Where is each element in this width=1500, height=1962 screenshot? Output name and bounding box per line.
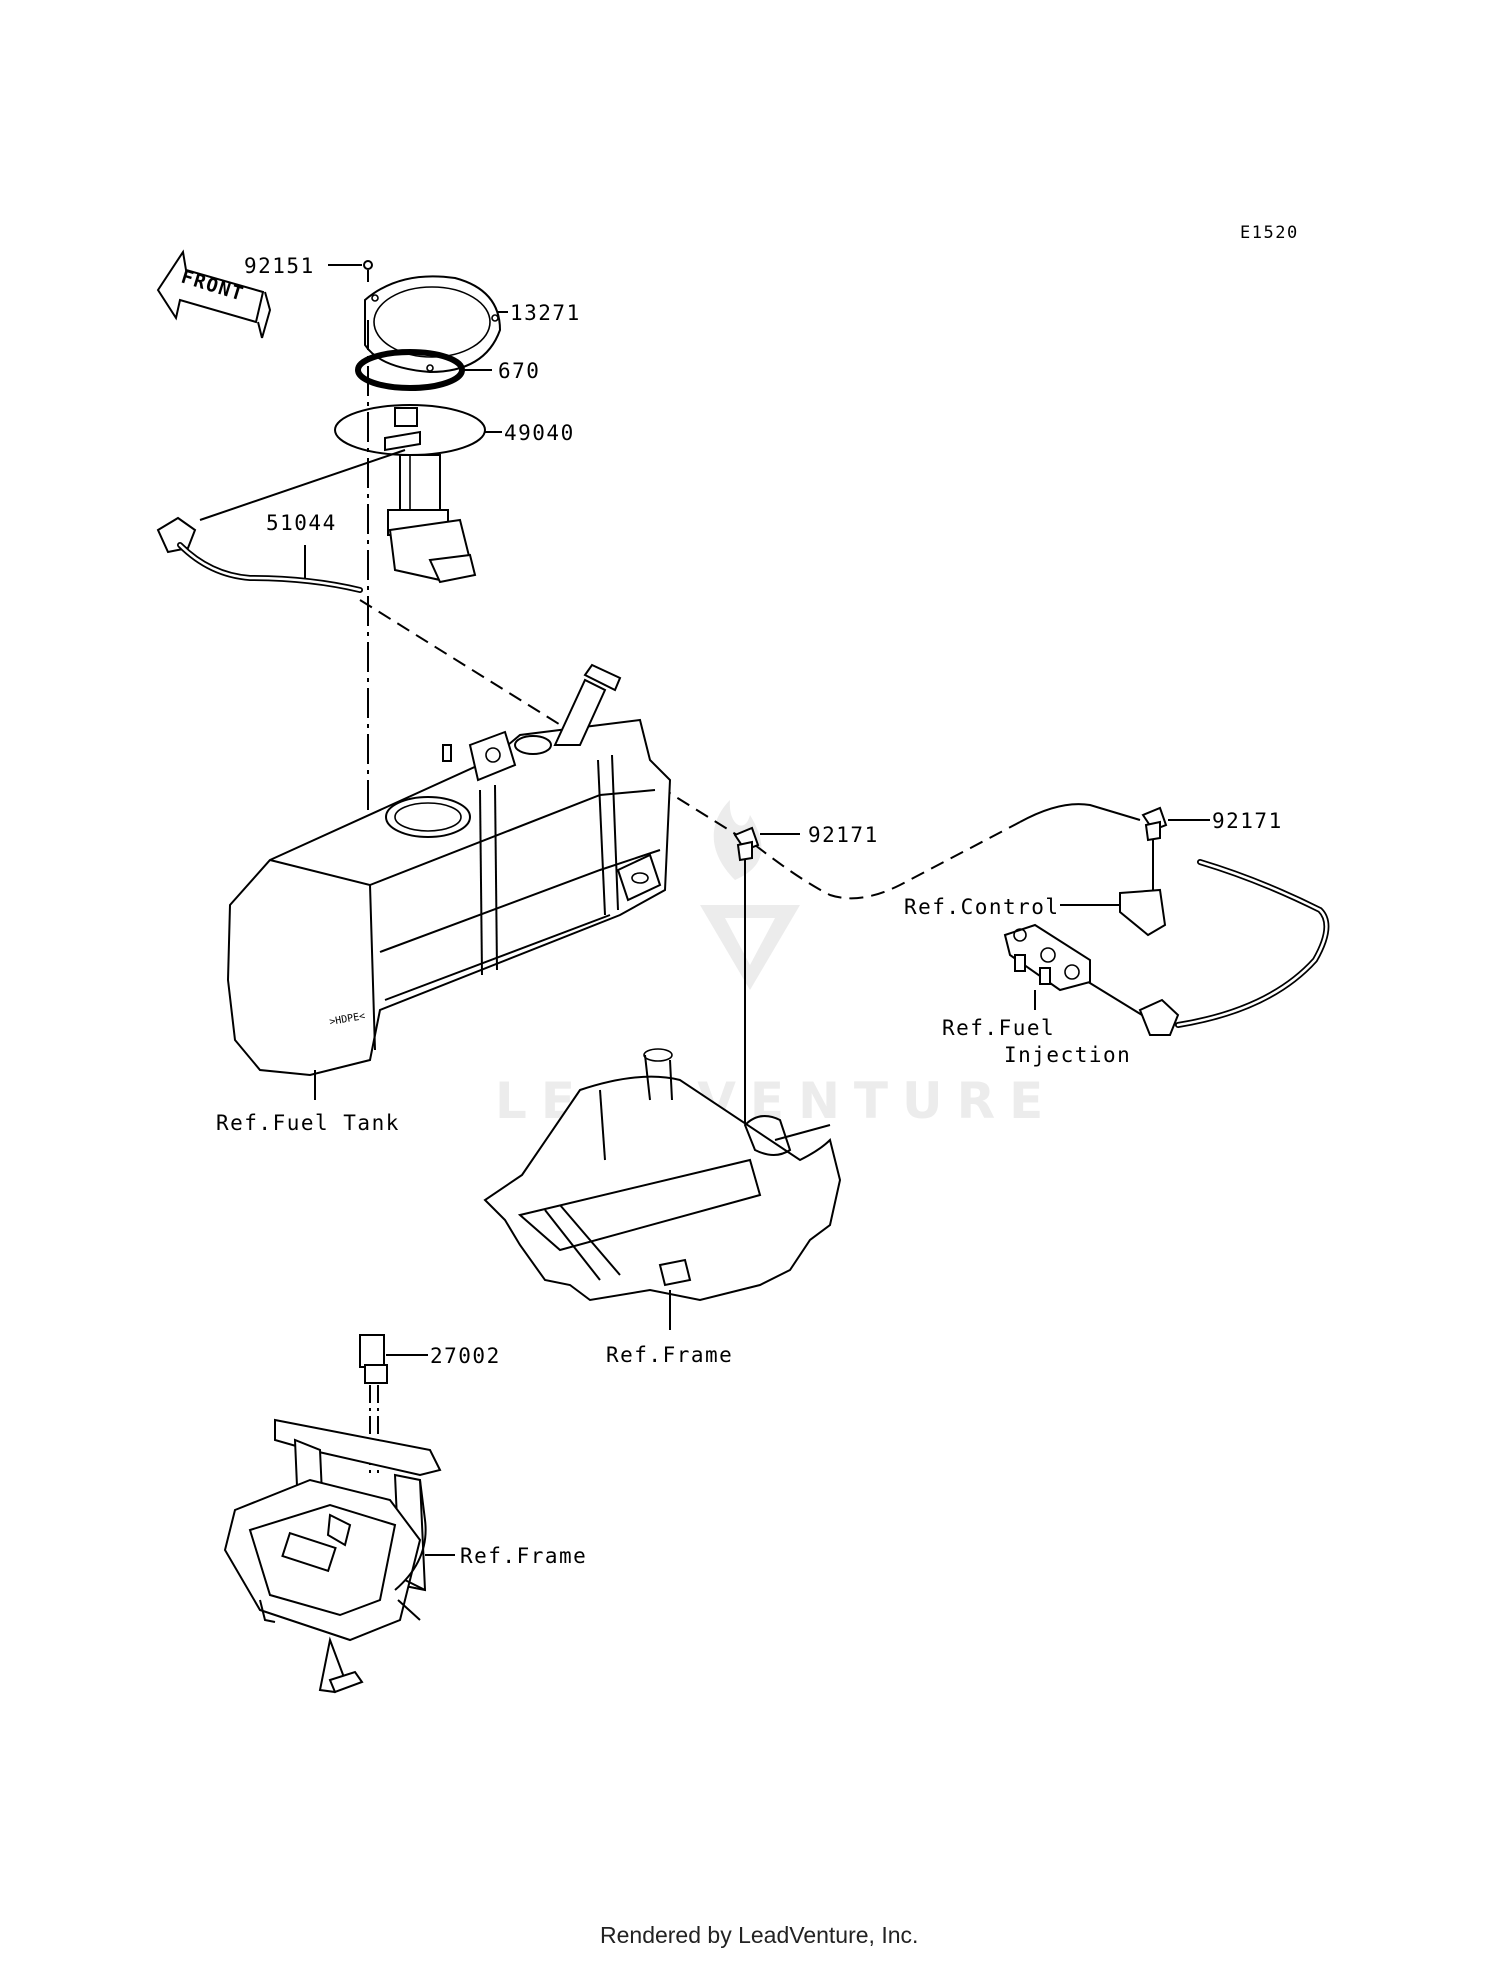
fuel-pump-49040: 49040 (334, 404, 575, 584)
label-13271: 13271 (510, 301, 581, 325)
middle-frame: Ref.Frame (483, 1048, 842, 1367)
label-ref-fuel-injection-1: Ref.Fuel (942, 1016, 1055, 1040)
label-ref-fuel-injection-2: Injection (1004, 1043, 1131, 1067)
fuel-tank: >HDPE< Ref.Fuel Tank (216, 663, 672, 1135)
label-92151: 92151 (244, 254, 315, 278)
label-670: 670 (498, 359, 540, 383)
relay-27002: 27002 (359, 1334, 501, 1475)
diagram-code: E1520 (1240, 223, 1299, 243)
oring-670: 670 (355, 349, 540, 391)
label-ref-frame-middle: Ref.Frame (606, 1343, 733, 1367)
label-ref-frame-lower: Ref.Frame (460, 1544, 587, 1568)
right-fuel-hose (1084, 859, 1330, 1036)
label-49040: 49040 (504, 421, 575, 445)
label-92171-right: 92171 (1212, 809, 1283, 833)
clamp-92171-right: 92171 (1141, 806, 1283, 905)
hose-51044: 51044 (156, 449, 406, 593)
lower-frame: Ref.Frame (223, 1418, 587, 1694)
plate-13271: 13271 (364, 275, 581, 374)
bolt-92151: 92151 (244, 254, 373, 282)
label-92171-center: 92171 (808, 823, 879, 847)
label-27002: 27002 (430, 1344, 501, 1368)
label-ref-control: Ref.Control (904, 895, 1060, 919)
clamp-92171-center: 92171 (733, 823, 879, 1185)
fuel-injection-rail: Ref.Fuel Injection (942, 923, 1131, 1067)
control-bracket: Ref.Control (904, 888, 1167, 937)
label-51044: 51044 (266, 511, 337, 535)
label-ref-fuel-tank: Ref.Fuel Tank (216, 1111, 400, 1135)
footer-credit: Rendered by LeadVenture, Inc. (600, 1922, 918, 1948)
